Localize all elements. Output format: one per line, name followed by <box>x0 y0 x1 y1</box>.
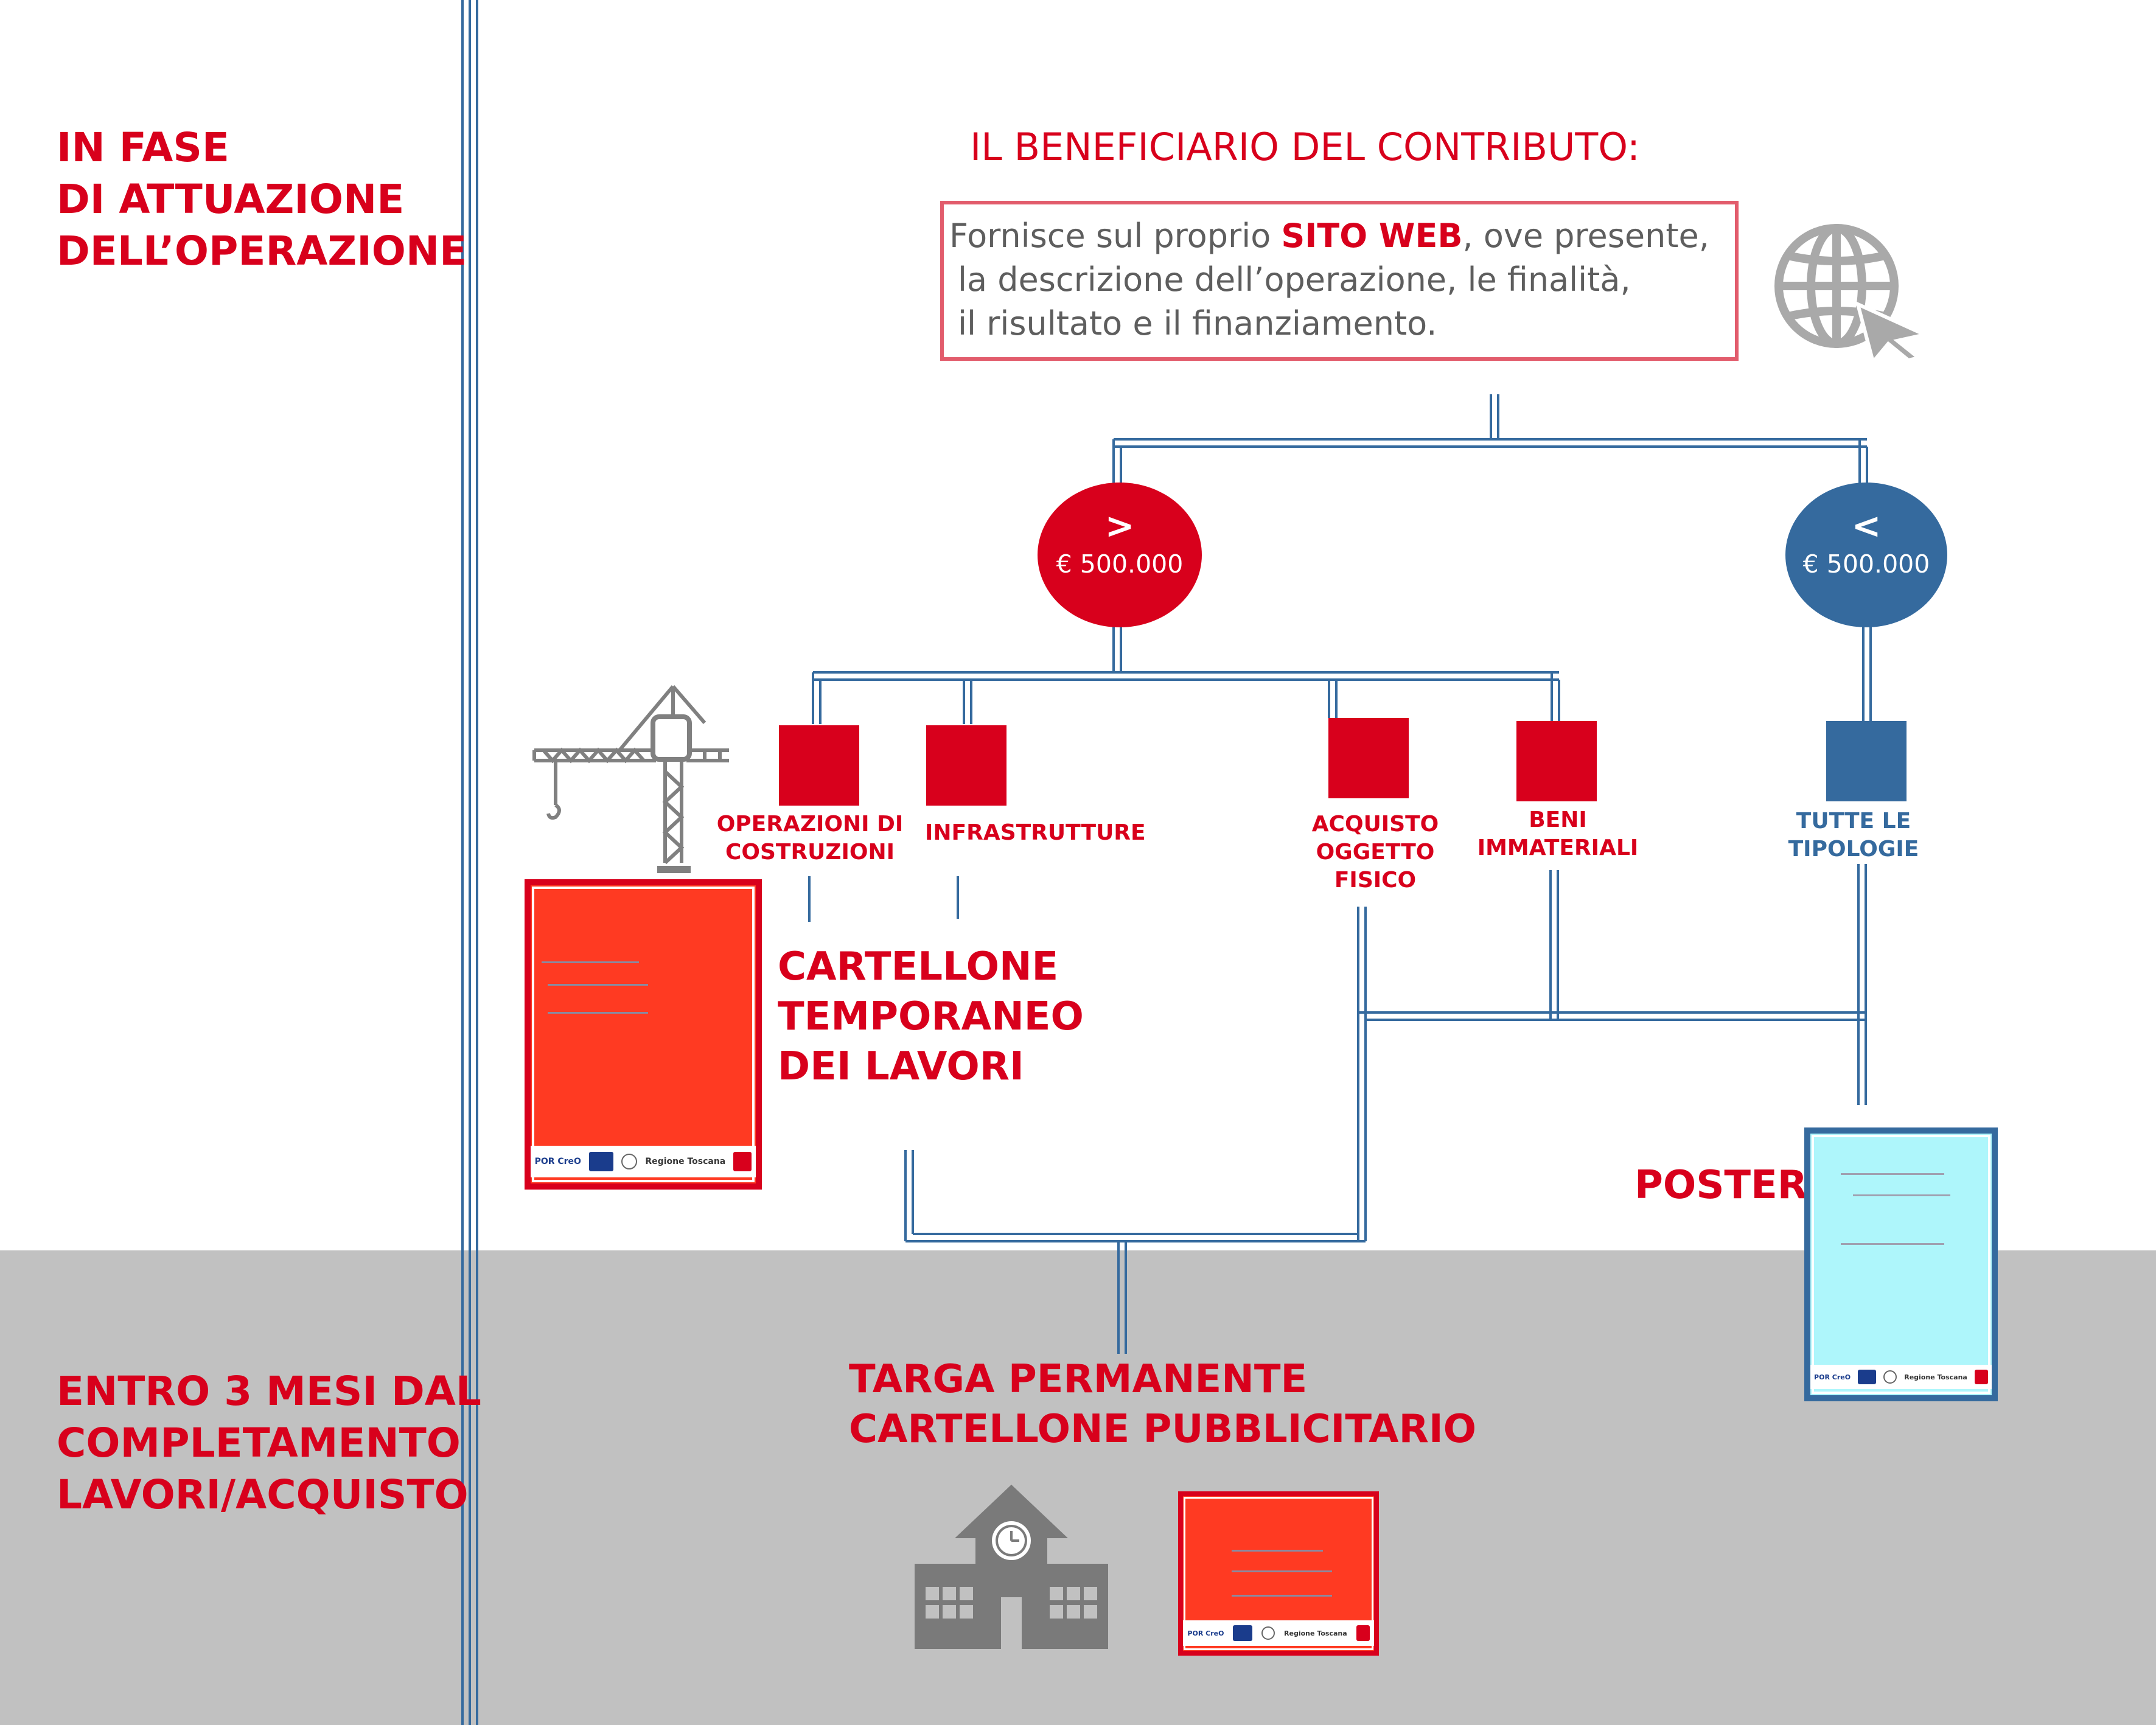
web-text-highlight: SITO WEB <box>1281 217 1463 255</box>
web-text-part: , ove presente, <box>1462 217 1709 255</box>
logo-regione: Regione Toscana <box>1904 1373 1967 1381</box>
category-label-line: COSTRUZIONI <box>725 840 895 865</box>
category-label-line: TIPOLOGIE <box>1788 837 1919 862</box>
phase-after-line: LAVORI/ACQUISTO <box>57 1471 469 1518</box>
website-requirement-box <box>940 201 1739 361</box>
temporary-sign-board: POR CreO Regione Toscana <box>525 879 762 1190</box>
category-label-acquisto: ACQUISTO OGGETTO FISICO <box>1284 810 1467 894</box>
category-square-beni <box>1516 721 1597 801</box>
category-label-line: OGGETTO <box>1316 840 1435 865</box>
category-square-acquisto <box>1328 718 1409 798</box>
category-label-line: BENI <box>1529 807 1587 832</box>
category-square-tutte <box>1826 721 1907 801</box>
beneficiary-title: IL BENEFICIARIO DEL CONTRIBUTO: <box>970 125 1640 169</box>
tuscany-logo-icon <box>733 1152 752 1171</box>
category-label-beni: BENI IMMATERIALI <box>1460 806 1655 862</box>
phase-after-line: ENTRO 3 MESI DAL <box>57 1368 481 1415</box>
eu-flag-icon <box>589 1152 614 1171</box>
category-square-infrastrutture <box>926 725 1006 806</box>
tuscany-logo-icon <box>1356 1625 1370 1641</box>
category-label-costruzioni: OPERAZIONI DI COSTRUZIONI <box>713 810 907 866</box>
category-label-line: INFRASTRUTTURE <box>925 820 1146 845</box>
category-label-tutte: TUTTE LE TIPOLOGIE <box>1762 807 1945 863</box>
permanent-sign-logos: POR CreO Regione Toscana <box>1183 1620 1374 1646</box>
threshold-greater-circle: > € 500.000 <box>1038 483 1202 627</box>
globe-cursor-icon <box>1774 224 1928 359</box>
category-label-line: IMMATERIALI <box>1477 835 1639 860</box>
school-building-icon <box>915 1485 1108 1649</box>
logo-por-creo: POR CreO <box>1187 1629 1224 1637</box>
phase-during-line: DI ATTUAZIONE <box>57 176 405 223</box>
threshold-greater-amount: € 500.000 <box>1056 549 1184 579</box>
temporary-sign-title-line: TEMPORANEO <box>778 994 1084 1039</box>
category-label-line: ACQUISTO <box>1311 812 1439 837</box>
web-text-line3: il risultato e il finanziamento. <box>958 304 1437 343</box>
poster-board: POR CreO Regione Toscana <box>1804 1127 1998 1401</box>
eu-flag-icon <box>1858 1370 1877 1384</box>
republic-emblem-icon <box>621 1154 638 1169</box>
permanent-sign-title: TARGA PERMANENTE CARTELLONE PUBBLICITARI… <box>849 1354 1476 1454</box>
temporary-sign-title-line: DEI LAVORI <box>778 1044 1024 1089</box>
logo-regione: Regione Toscana <box>1284 1629 1347 1637</box>
threshold-less-circle: < € 500.000 <box>1785 483 1947 627</box>
phase-during-label: IN FASE DI ATTUAZIONE DELL’OPERAZIONE <box>57 122 467 277</box>
temporary-sign-title-line: CARTELLONE <box>778 944 1059 989</box>
crane-icon <box>532 685 729 873</box>
web-text-line2: la descrizione dell’operazione, le final… <box>958 260 1631 299</box>
threshold-greater-symbol: > <box>1104 505 1135 546</box>
permanent-sign-title-line: CARTELLONE PUBBLICITARIO <box>849 1407 1477 1452</box>
logo-por-creo: POR CreO <box>534 1157 581 1166</box>
permanent-sign-board: POR CreO Regione Toscana <box>1178 1491 1379 1656</box>
poster-logos: POR CreO Regione Toscana <box>1810 1365 1992 1389</box>
web-text-part: Fornisce sul proprio <box>949 217 1282 255</box>
republic-emblem-icon <box>1883 1370 1897 1384</box>
temporary-sign-logos: POR CreO Regione Toscana <box>531 1146 756 1177</box>
permanent-sign-title-line: TARGA PERMANENTE <box>849 1357 1308 1402</box>
crane-cab <box>651 714 692 762</box>
threshold-less-amount: € 500.000 <box>1802 549 1930 579</box>
phase-during-line: DELL’OPERAZIONE <box>57 228 467 274</box>
poster-title: POSTER <box>1634 1163 1808 1208</box>
category-label-line: FISICO <box>1334 868 1417 893</box>
eu-flag-icon <box>1233 1625 1253 1641</box>
category-label-line: TUTTE LE <box>1796 809 1911 834</box>
phase-after-line: COMPLETAMENTO <box>57 1420 461 1466</box>
website-requirement-text: Fornisce sul proprio SITO WEB, ove prese… <box>949 214 1709 346</box>
category-square-costruzioni <box>779 725 859 806</box>
phase-after-label: ENTRO 3 MESI DAL COMPLETAMENTO LAVORI/AC… <box>57 1365 481 1521</box>
phase-during-line: IN FASE <box>57 124 229 171</box>
logo-regione: Regione Toscana <box>645 1157 726 1166</box>
tuscany-logo-icon <box>1974 1370 1988 1384</box>
temporary-sign-title: CARTELLONE TEMPORANEO DEI LAVORI <box>778 942 1084 1092</box>
logo-por-creo: POR CreO <box>1814 1373 1851 1381</box>
category-label-line: OPERAZIONI DI <box>716 812 904 837</box>
republic-emblem-icon <box>1261 1626 1275 1640</box>
category-label-infrastrutture: INFRASTRUTTURE <box>925 819 1146 847</box>
threshold-less-symbol: < <box>1851 505 1882 546</box>
